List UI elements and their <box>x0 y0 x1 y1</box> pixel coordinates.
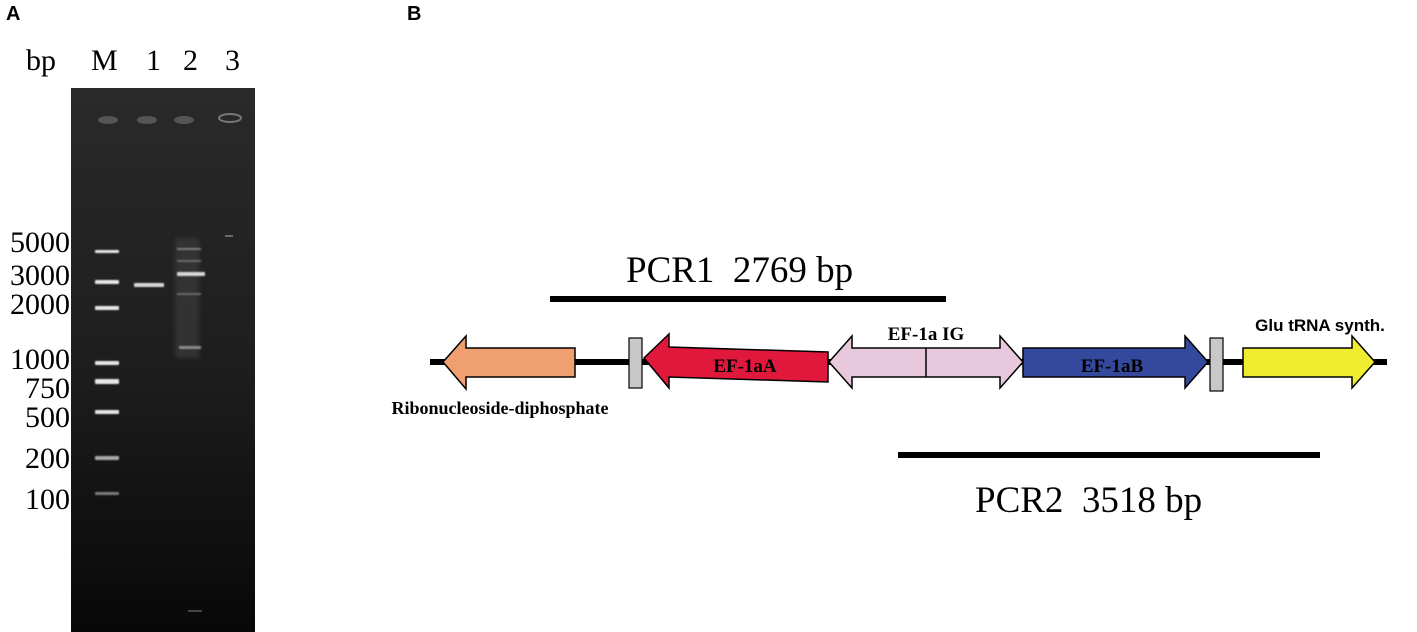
lane-label-1: 1 <box>146 44 161 77</box>
gel-wells <box>98 113 242 124</box>
marker-size-label: 750 <box>25 372 70 405</box>
ribonucleoside-gene-arrow <box>442 334 576 392</box>
marker-size-label: 3000 <box>10 259 70 292</box>
lane-label-2: 2 <box>183 44 198 77</box>
lane-label-3: 3 <box>225 44 240 77</box>
pcr2-label: PCR2 3518 bp <box>975 480 1202 521</box>
panel-b-letter: B <box>407 3 422 25</box>
gel-background <box>71 88 255 632</box>
glu-trna-synth-label: Glu tRNA synth. <box>1255 316 1385 335</box>
ef1aA-gene-arrow <box>642 332 829 391</box>
ribonucleoside-label: Ribonucleoside-diphosphate <box>391 398 608 418</box>
gel-speck <box>188 610 202 612</box>
marker-size-label: 5000 <box>10 226 70 259</box>
marker-size-label: 500 <box>25 401 70 434</box>
lane-2-bands <box>177 248 205 349</box>
panel-a-letter: A <box>6 3 21 25</box>
glu-trna-synth-gene-arrow <box>1242 334 1377 390</box>
ef1aA-label: EF-1aA <box>713 356 777 377</box>
ef1aB-gene-arrow <box>1022 334 1210 390</box>
lane-1-band <box>134 283 164 287</box>
lane-label-marker: M <box>91 44 118 77</box>
marker-size-label: 1000 <box>10 343 70 376</box>
intergenic-spacer <box>1209 337 1224 392</box>
marker-size-label: 2000 <box>10 288 70 321</box>
bp-unit-label: bp <box>26 44 56 77</box>
pcr1-label: PCR1 2769 bp <box>626 250 853 291</box>
marker-size-label: 200 <box>25 442 70 475</box>
lane-3-faint-band <box>225 235 233 237</box>
marker-size-label: 100 <box>25 483 70 516</box>
ef1a-ig-label: EF-1a IG <box>888 324 965 345</box>
intergenic-spacer <box>628 337 643 389</box>
gel-image <box>71 88 255 632</box>
marker-ladder <box>95 250 119 495</box>
lane-2-smear <box>175 238 199 358</box>
ef1aB-label: EF-1aB <box>1081 356 1144 377</box>
